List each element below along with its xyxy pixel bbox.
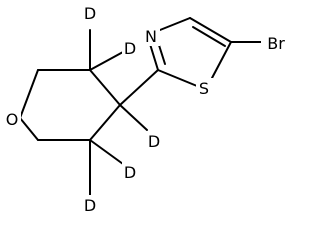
atom-n: N [143, 26, 160, 46]
bond-c4-c2thz [119, 69, 159, 106]
atom-d5: D [82, 195, 99, 215]
bond-c5thz-s [211, 41, 232, 79]
atom-o: O [4, 109, 21, 129]
svg-text:Br: Br [267, 34, 285, 53]
bond-n-c4thz [159, 17, 191, 31]
bond-o-c2 [19, 69, 39, 119]
bond-o-c6 [19, 117, 39, 141]
atom-d1: D [82, 3, 99, 23]
bond-c3-d2 [89, 51, 124, 71]
molecule-diagram: O N S Br D D D D D [4, 3, 292, 215]
atom-s: S [196, 78, 213, 98]
bond-c2thz-n [149, 43, 159, 71]
svg-text:S: S [199, 79, 209, 98]
bond-c4-c5 [89, 104, 121, 141]
bond-c4thz-c5thz-double [192, 26, 226, 47]
atom-d3: D [146, 131, 163, 151]
svg-text:N: N [145, 27, 157, 46]
atom-d2: D [122, 38, 139, 58]
svg-text:D: D [84, 4, 96, 23]
bond-c4-d3 [119, 104, 148, 131]
svg-text:D: D [124, 39, 136, 58]
svg-text:D: D [148, 132, 160, 151]
bond-c3-c4 [89, 69, 121, 106]
bond-s-c2thz [157, 69, 198, 87]
bond-c4thz-c5thz [189, 17, 232, 43]
atom-d4: D [122, 162, 139, 182]
svg-text:D: D [84, 196, 96, 215]
svg-text:O: O [6, 110, 19, 129]
svg-text:D: D [124, 163, 136, 182]
bond-c5-d4 [89, 139, 124, 165]
atom-br: Br [261, 33, 292, 53]
